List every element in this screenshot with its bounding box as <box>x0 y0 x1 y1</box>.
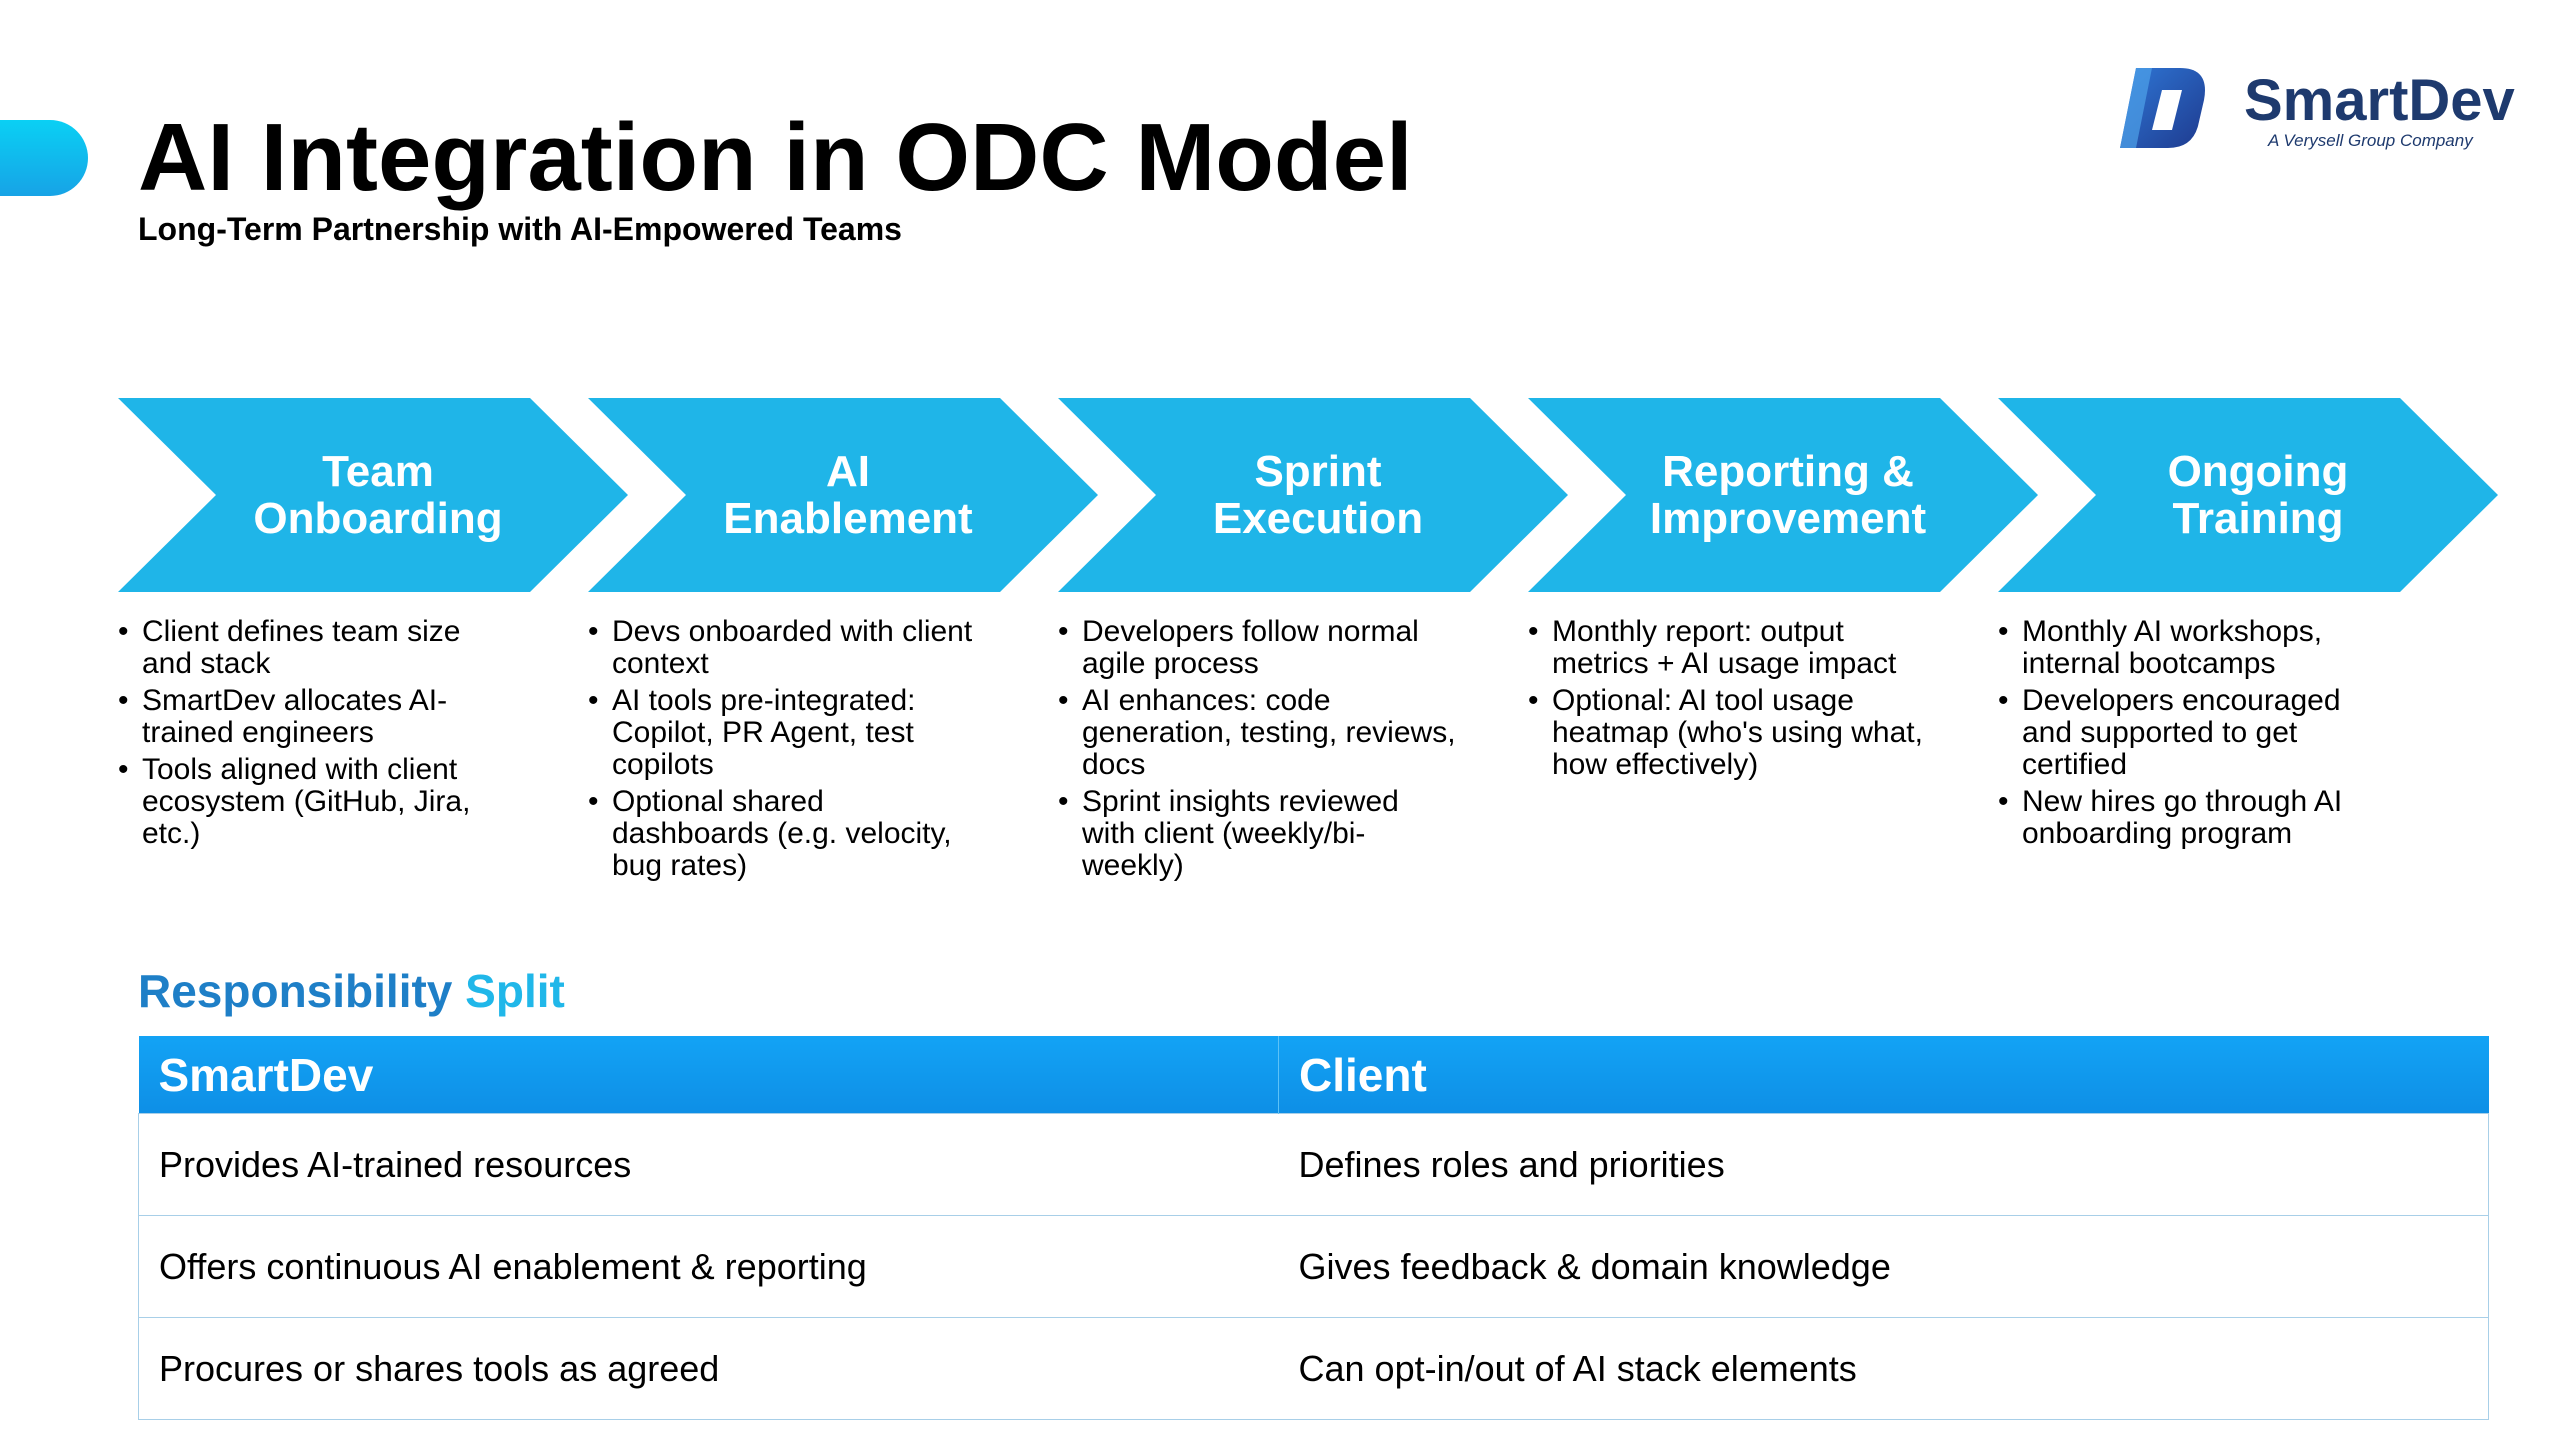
chevron-step-3 <box>1058 398 1568 592</box>
table-cell: Procures or shares tools as agreed <box>138 1317 1279 1420</box>
page-title: AI Integration in ODC Model <box>138 104 1413 211</box>
table-cell: Can opt-in/out of AI stack elements <box>1278 1317 2489 1420</box>
logo-tagline: A Verysell Group Company <box>2268 131 2473 150</box>
company-logo: SmartDev A Verysell Group Company <box>2118 66 2518 156</box>
step-3-bullets: Developers follow normal agile process A… <box>1058 616 1458 887</box>
list-item: Devs onboarded with client context <box>588 616 988 680</box>
chevron-step-2 <box>588 398 1098 592</box>
step-4-title: Reporting &Improvement <box>1649 447 1927 543</box>
list-item: Optional shared dashboards (e.g. velocit… <box>588 786 988 882</box>
list-item: Developers encouraged and supported to g… <box>1998 685 2398 781</box>
page-subtitle: Long-Term Partnership with AI-Empowered … <box>138 211 902 247</box>
list-item: AI tools pre-integrated: Copilot, PR Age… <box>588 685 988 781</box>
list-item: SmartDev allocates AI-trained engineers <box>118 685 518 749</box>
process-flow <box>118 398 2498 592</box>
list-item: Monthly AI workshops, internal bootcamps <box>1998 616 2398 680</box>
list-item: Monthly report: output metrics + AI usag… <box>1528 616 1928 680</box>
list-item: Sprint insights reviewed with client (we… <box>1058 786 1458 882</box>
list-item: Client defines team size and stack <box>118 616 518 680</box>
responsibility-heading: Responsibility Split <box>138 965 565 1017</box>
column-header-smartdev: SmartDev <box>138 1036 1279 1114</box>
table-cell: Offers continuous AI enablement & report… <box>138 1215 1279 1318</box>
logo-wordmark: SmartDev <box>2244 68 2515 133</box>
responsibility-table: SmartDev Client Provides AI-trained reso… <box>138 1036 2489 1420</box>
list-item: AI enhances: code generation, testing, r… <box>1058 685 1458 781</box>
table-row: Provides AI-trained resources Defines ro… <box>138 1113 2489 1216</box>
list-item: New hires go through AI onboarding progr… <box>1998 786 2398 850</box>
column-header-client: Client <box>1278 1036 2489 1114</box>
step-5-bullets: Monthly AI workshops, internal bootcamps… <box>1998 616 2398 855</box>
step-4-bullets: Monthly report: output metrics + AI usag… <box>1528 616 1928 786</box>
table-row: Offers continuous AI enablement & report… <box>138 1215 2489 1318</box>
list-item: Optional: AI tool usage heatmap (who's u… <box>1528 685 1928 781</box>
table-cell: Defines roles and priorities <box>1278 1113 2489 1216</box>
chevron-step-1 <box>118 398 628 592</box>
step-2-bullets: Devs onboarded with client context AI to… <box>588 616 988 887</box>
list-item: Developers follow normal agile process <box>1058 616 1458 680</box>
title-accent-tab <box>0 120 88 196</box>
step-1-bullets: Client defines team size and stack Smart… <box>118 616 518 855</box>
table-cell: Gives feedback & domain knowledge <box>1278 1215 2489 1318</box>
smartdev-logo-icon <box>2120 68 2205 148</box>
table-header-row: SmartDev Client <box>138 1036 2489 1114</box>
table-row: Procures or shares tools as agreed Can o… <box>138 1317 2489 1420</box>
chevron-step-4 <box>1528 398 2038 592</box>
list-item: Tools aligned with client ecosystem (Git… <box>118 754 518 850</box>
table-cell: Provides AI-trained resources <box>138 1113 1279 1216</box>
chevron-step-5 <box>1998 398 2498 592</box>
